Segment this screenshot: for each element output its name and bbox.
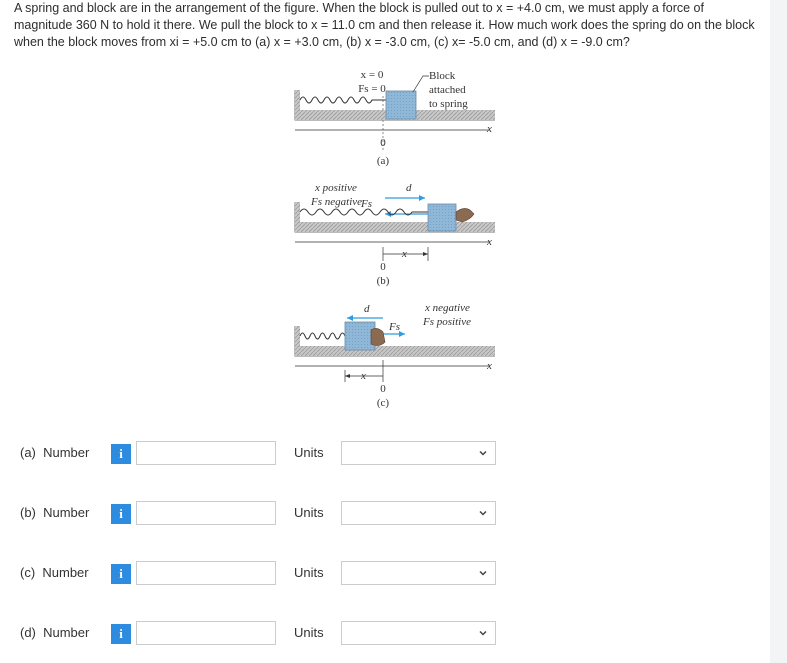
info-icon[interactable]: i bbox=[111, 444, 131, 464]
chevron-down-icon bbox=[479, 630, 487, 636]
panel-a-origin: 0 bbox=[380, 137, 386, 149]
row-label-c: (c) Number bbox=[20, 565, 89, 580]
units-select-b[interactable] bbox=[341, 501, 496, 525]
panel-c-floor bbox=[295, 346, 495, 356]
panel-b-line1: x positive bbox=[314, 182, 357, 194]
panel-c-origin: 0 bbox=[380, 383, 386, 395]
panel-a-fs0: Fs = 0 bbox=[358, 83, 386, 95]
figure-svg: x = 0 Fs = 0 Block attached to spring x … bbox=[294, 69, 495, 409]
units-label-b: Units bbox=[294, 505, 324, 520]
panel-c-wall bbox=[295, 326, 300, 356]
panel-a-block-label-3: to spring bbox=[429, 98, 468, 110]
panel-a-spring bbox=[299, 96, 387, 104]
panel-b-d: d bbox=[406, 182, 412, 194]
panel-b-hand bbox=[455, 208, 475, 223]
row-label-d: (d) Number bbox=[20, 625, 90, 640]
panel-b: x positive Fs negative d Fs x x 0 (b) bbox=[294, 182, 495, 287]
panel-c-caption: (c) bbox=[377, 397, 390, 409]
answer-row-c: (c) Number i Units bbox=[0, 561, 770, 587]
answer-row-d: (d) Number i Units bbox=[0, 621, 770, 647]
units-select-c[interactable] bbox=[341, 561, 496, 585]
panel-c-axis-x: x bbox=[486, 360, 492, 372]
panel-a-axis-x: x bbox=[486, 123, 492, 135]
info-icon[interactable]: i bbox=[111, 504, 131, 524]
number-input-b[interactable] bbox=[136, 501, 276, 525]
panel-b-caption: (b) bbox=[377, 275, 390, 287]
panel-c-fs: Fs bbox=[388, 321, 400, 333]
panel-b-block bbox=[427, 203, 457, 232]
panel-c-hand bbox=[370, 328, 386, 346]
panel-c-d: d bbox=[364, 303, 370, 315]
panel-c-x-arrow: x bbox=[360, 370, 366, 382]
info-icon[interactable]: i bbox=[111, 624, 131, 644]
chevron-down-icon bbox=[479, 570, 487, 576]
number-input-a[interactable] bbox=[136, 441, 276, 465]
panel-c-line1: x negative bbox=[424, 302, 470, 314]
panel-b-spring bbox=[299, 208, 428, 216]
panel-c: x negative Fs positive d Fs x x 0 (c) bbox=[294, 302, 495, 409]
panel-c-block bbox=[344, 321, 376, 351]
chevron-down-icon bbox=[479, 450, 487, 456]
panel-c-spring bbox=[299, 332, 346, 340]
panel-a-wall bbox=[295, 90, 300, 120]
row-label-b: (b) Number bbox=[20, 505, 90, 520]
panel-a-block bbox=[385, 90, 417, 120]
panel-c-line2: Fs positive bbox=[422, 316, 471, 328]
panel-a-x0: x = 0 bbox=[361, 69, 384, 81]
number-input-c[interactable] bbox=[136, 561, 276, 585]
units-label-d: Units bbox=[294, 625, 324, 640]
panel-b-floor bbox=[295, 222, 495, 232]
row-label-a: (a) Number bbox=[20, 445, 90, 460]
panel-b-line2: Fs negative bbox=[310, 196, 362, 208]
chevron-down-icon bbox=[479, 510, 487, 516]
panel-a-block-label-1: Block bbox=[429, 70, 456, 82]
spring-block-figure: x = 0 Fs = 0 Block attached to spring x … bbox=[285, 64, 505, 414]
panel-b-fs: Fs bbox=[360, 198, 372, 210]
right-scroll-band bbox=[770, 0, 787, 663]
number-input-d[interactable] bbox=[136, 621, 276, 645]
question-text: A spring and block are in the arrangemen… bbox=[14, 1, 755, 49]
units-label-c: Units bbox=[294, 565, 324, 580]
panel-b-x-arrow: x bbox=[401, 248, 407, 260]
answer-row-a: (a) Number i Units bbox=[0, 441, 770, 467]
panel-a-block-label-2: attached bbox=[429, 84, 466, 96]
panel-b-axis-x: x bbox=[486, 236, 492, 248]
panel-a: x = 0 Fs = 0 Block attached to spring x … bbox=[294, 69, 495, 167]
panel-a-caption: (a) bbox=[377, 155, 390, 167]
units-select-d[interactable] bbox=[341, 621, 496, 645]
panel-b-wall bbox=[295, 202, 300, 232]
panel-b-origin: 0 bbox=[380, 261, 386, 273]
units-label-a: Units bbox=[294, 445, 324, 460]
info-icon[interactable]: i bbox=[111, 564, 131, 584]
units-select-a[interactable] bbox=[341, 441, 496, 465]
answer-row-b: (b) Number i Units bbox=[0, 501, 770, 527]
